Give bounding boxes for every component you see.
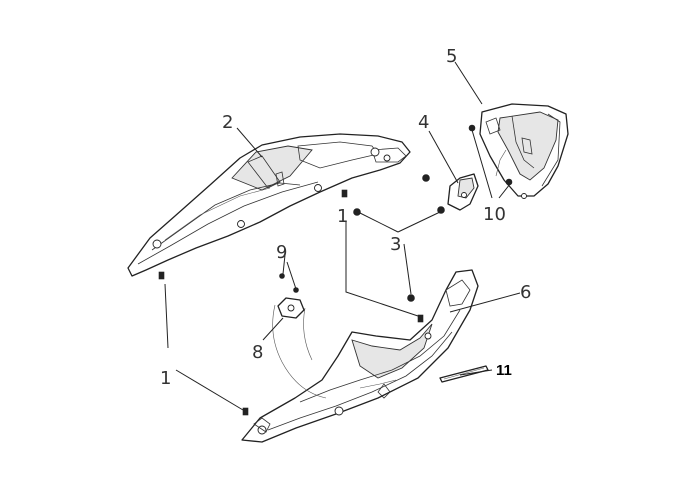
screw: [279, 273, 285, 279]
mount-hole: [370, 147, 380, 157]
clip-fastener: [242, 407, 249, 416]
callout-2: 2: [222, 112, 233, 133]
callout-1-lower: 1: [160, 368, 171, 389]
callout-5: 5: [446, 46, 457, 67]
part-5-tail-light: [479, 103, 569, 199]
mount-hole: [152, 239, 162, 249]
callout-9: 9: [276, 242, 287, 263]
mount-hole: [314, 184, 322, 192]
part-2-rear-cowl: [127, 133, 411, 277]
callout-4: 4: [418, 112, 429, 133]
screw: [422, 174, 430, 182]
callout-1-upper: 1: [337, 206, 348, 227]
mount-hole: [237, 220, 245, 228]
clip-fastener: [341, 189, 348, 198]
callout-11: 11: [496, 362, 512, 379]
screw: [505, 178, 513, 186]
leader-lines: [164, 61, 521, 411]
fasteners: [158, 124, 513, 416]
callout-3: 3: [390, 234, 401, 255]
part-8-seal: [272, 297, 327, 399]
mount-hole: [383, 154, 391, 162]
callouts: 2 4 5 10 1 3 6 9 8 1 11: [160, 46, 531, 389]
bracket-hole: [461, 192, 467, 198]
screw: [437, 206, 445, 214]
screw: [407, 294, 415, 302]
part-4-bracket: [447, 173, 479, 211]
mount-hole: [334, 406, 344, 416]
part-6-side-cowl: [241, 269, 479, 443]
callout-6: 6: [520, 282, 531, 303]
callout-8: 8: [252, 342, 263, 363]
mount-hole: [424, 332, 432, 340]
light-hole: [521, 193, 527, 199]
clip-fastener: [417, 314, 424, 323]
seal-hole: [287, 304, 295, 312]
callout-10: 10: [483, 204, 506, 225]
screw: [353, 208, 361, 216]
clip-fastener: [158, 271, 165, 280]
